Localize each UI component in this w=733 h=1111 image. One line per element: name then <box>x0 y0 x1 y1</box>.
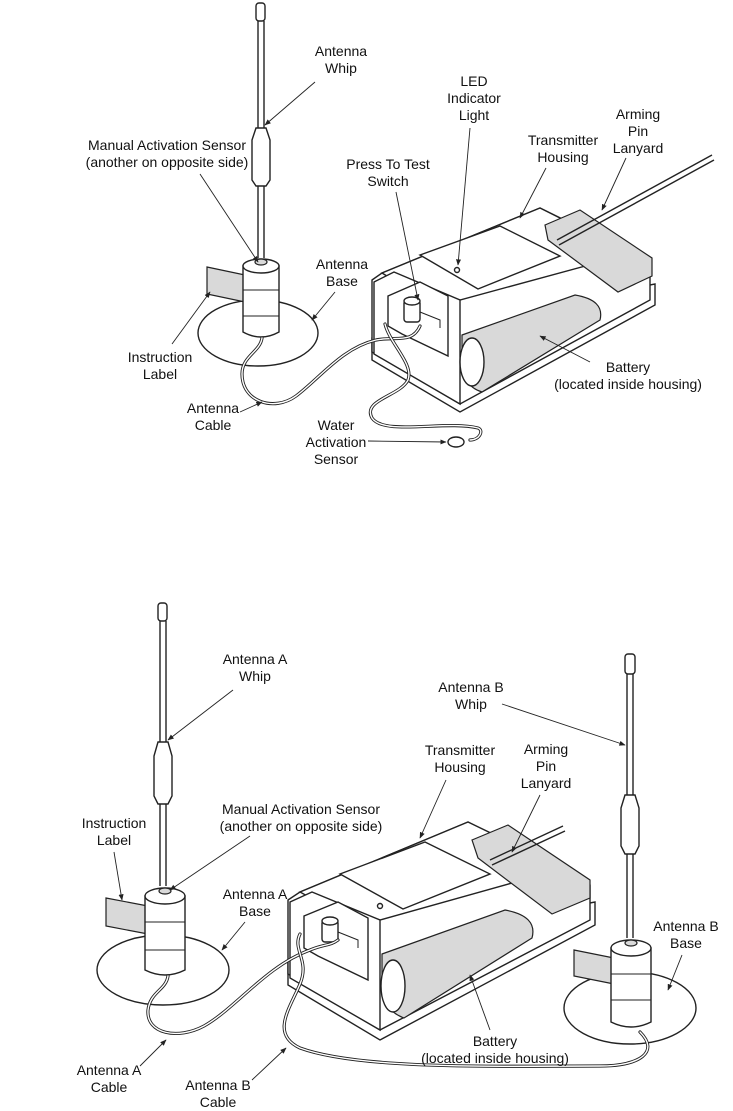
label-antenna-b-whip-line2: Whip <box>455 696 487 712</box>
label-water-activation-sensor-line1: Water <box>318 417 355 433</box>
transmitter-housing <box>371 207 656 413</box>
label-battery-line2: (located inside housing) <box>554 376 702 392</box>
label-water-activation-sensor-line3: Sensor <box>314 451 359 467</box>
label-antenna-whip-line1: Antenna <box>315 43 367 59</box>
label-antenna-whip-line2: Whip <box>325 60 357 76</box>
label-antenna-b-base-line2: Base <box>670 935 702 951</box>
label-antenna-b-whip: Antenna B Whip <box>438 679 626 746</box>
label-antenna-cable: Antenna Cable <box>187 400 263 433</box>
label-battery-line1: Battery <box>606 359 650 375</box>
label-antenna-base-line2: Base <box>326 273 358 289</box>
instruction-label-flag <box>206 266 246 303</box>
label-water-activation-sensor-line2: Activation <box>306 434 367 450</box>
label-battery-2: Battery (located inside housing) <box>421 974 569 1066</box>
led-indicator-light-dot <box>453 266 461 274</box>
press-to-test-switch-2 <box>321 916 359 948</box>
led-indicator-light-dot-2 <box>376 902 384 910</box>
label-arming-pin-lanyard-line3: Lanyard <box>613 140 664 156</box>
label-antenna-b-cable-line1: Antenna B <box>185 1077 250 1093</box>
label-instruction-label-line2: Label <box>143 366 177 382</box>
label-battery-2-line1: Battery <box>473 1033 517 1049</box>
antenna-whip <box>251 2 271 258</box>
label-transmitter-housing-line1: Transmitter <box>528 132 599 148</box>
label-press-to-test-switch-line2: Switch <box>367 173 408 189</box>
label-antenna-base-line1: Antenna <box>316 256 368 272</box>
label-antenna-cable-line1: Antenna <box>187 400 239 416</box>
label-manual-activation-sensor-2: Manual Activation Sensor (another on opp… <box>169 801 383 891</box>
label-transmitter-housing-2-line1: Transmitter <box>425 742 496 758</box>
label-antenna-b-cable-line2: Cable <box>200 1094 237 1110</box>
label-antenna-b-base-line1: Antenna B <box>653 918 718 934</box>
label-manual-activation-sensor-line2: (another on opposite side) <box>86 154 249 170</box>
label-transmitter-housing-2: Transmitter Housing <box>419 742 496 839</box>
label-antenna-a-base: Antenna A Base <box>221 886 288 951</box>
label-antenna-b-cable: Antenna B Cable <box>185 1047 287 1110</box>
label-transmitter-housing-2-line2: Housing <box>434 759 485 775</box>
label-arming-pin-lanyard-2-line1: Arming <box>524 741 568 757</box>
label-antenna-a-whip-line2: Whip <box>239 668 271 684</box>
label-manual-activation-sensor-2-line2: (another on opposite side) <box>220 818 383 834</box>
label-manual-activation-sensor-line1: Manual Activation Sensor <box>88 137 246 153</box>
label-antenna-a-base-line2: Base <box>239 903 271 919</box>
led-panel-2 <box>338 841 492 910</box>
label-antenna-cable-line2: Cable <box>195 417 232 433</box>
label-antenna-a-base-line1: Antenna A <box>223 886 288 902</box>
transmitter-housing-2 <box>287 821 596 1041</box>
label-instruction-label-2-line1: Instruction <box>82 815 147 831</box>
label-antenna-a-cable-line2: Cable <box>91 1079 128 1095</box>
press-to-test-switch <box>403 296 441 328</box>
label-antenna-b-base: Antenna B Base <box>653 918 719 991</box>
label-led-indicator-light: LED Indicator Light <box>447 73 501 266</box>
led-panel <box>418 225 562 290</box>
label-battery-2-line2: (located inside housing) <box>421 1050 569 1066</box>
label-led-indicator-light-line3: Light <box>459 107 489 123</box>
antenna-a-base-cylinder <box>144 887 186 976</box>
antenna-a-instruction-label-flag <box>105 897 149 935</box>
arming-pin-lanyard <box>556 154 715 246</box>
label-arming-pin-lanyard-2: Arming Pin Lanyard <box>511 741 572 853</box>
label-antenna-b-whip-line1: Antenna B <box>438 679 503 695</box>
label-arming-pin-lanyard-2-line3: Lanyard <box>521 775 572 791</box>
antenna-a-whip <box>153 602 173 886</box>
water-activation-sensor <box>447 436 465 448</box>
label-antenna-a-whip: Antenna A Whip <box>167 651 288 741</box>
label-arming-pin-lanyard-line2: Pin <box>628 123 648 139</box>
arming-pin-lanyard-2 <box>489 825 566 866</box>
label-instruction-label-2: Instruction Label <box>82 815 147 901</box>
label-press-to-test-switch-line1: Press To Test <box>346 156 430 172</box>
label-led-indicator-light-line1: LED <box>460 73 487 89</box>
label-arming-pin-lanyard-2-line2: Pin <box>536 758 556 774</box>
label-press-to-test-switch: Press To Test Switch <box>346 156 430 301</box>
label-transmitter-housing: Transmitter Housing <box>519 132 599 219</box>
antenna-b-base-cylinder <box>610 939 652 1028</box>
antenna-b-whip <box>620 653 640 938</box>
label-water-activation-sensor: Water Activation Sensor <box>306 417 447 467</box>
label-instruction-label: Instruction Label <box>128 291 211 382</box>
label-antenna-a-cable: Antenna A Cable <box>77 1039 167 1095</box>
label-antenna-a-cable-line1: Antenna A <box>77 1062 142 1078</box>
label-antenna-base: Antenna Base <box>311 256 368 321</box>
label-transmitter-housing-line2: Housing <box>537 149 588 165</box>
label-antenna-whip: Antenna Whip <box>264 43 367 126</box>
antenna-b-instruction-label-flag <box>573 949 615 985</box>
label-antenna-a-whip-line1: Antenna A <box>223 651 288 667</box>
label-arming-pin-lanyard: Arming Pin Lanyard <box>601 106 664 211</box>
label-battery: Battery (located inside housing) <box>539 335 702 392</box>
label-instruction-label-2-line2: Label <box>97 832 131 848</box>
diagram-2: Antenna A Whip Antenna B Whip Transmitte… <box>77 602 719 1110</box>
label-manual-activation-sensor-2-line1: Manual Activation Sensor <box>222 801 380 817</box>
label-instruction-label-line1: Instruction <box>128 349 193 365</box>
antenna-base-cylinder <box>242 258 280 338</box>
label-led-indicator-light-line2: Indicator <box>447 90 501 106</box>
label-arming-pin-lanyard-line1: Arming <box>616 106 660 122</box>
label-manual-activation-sensor: Manual Activation Sensor (another on opp… <box>86 137 259 263</box>
diagram-1: Antenna Whip Manual Activation Sensor (a… <box>86 2 715 467</box>
